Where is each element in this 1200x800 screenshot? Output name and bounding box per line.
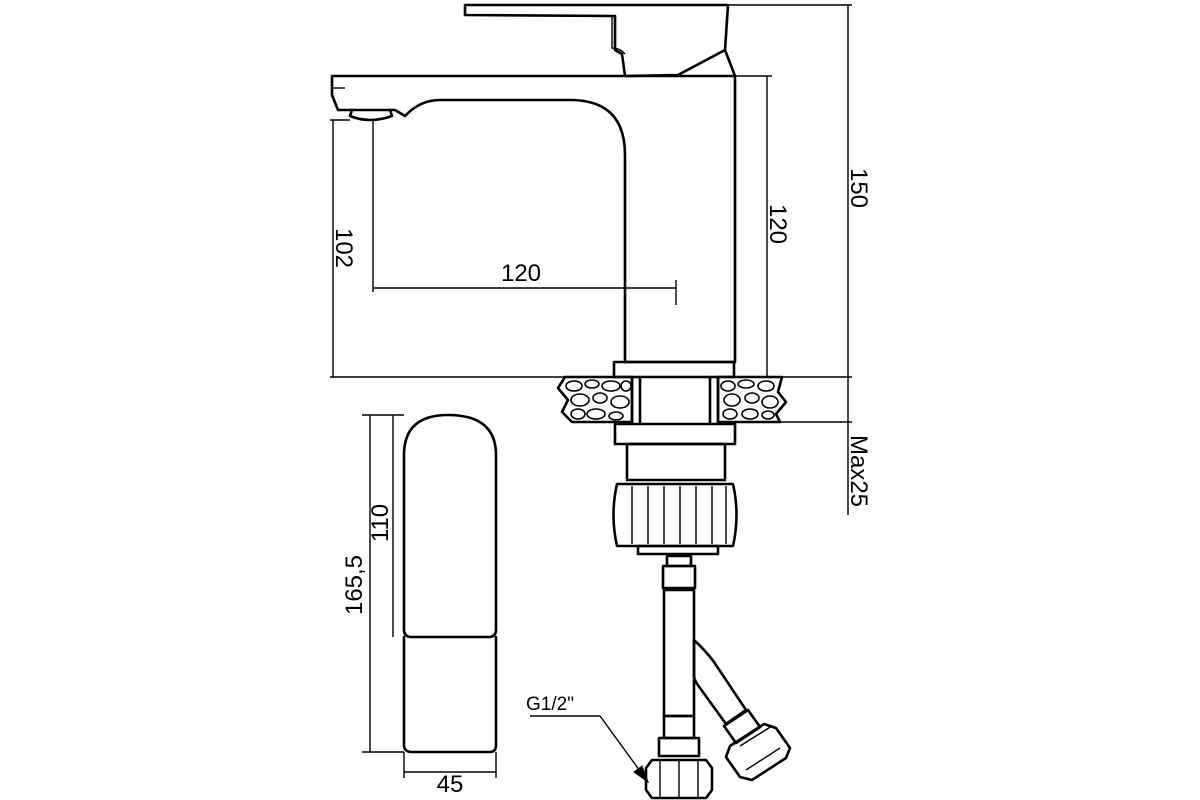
lever-handle — [463, 3, 730, 78]
dim-spout-height: 102 — [330, 228, 357, 268]
spout — [330, 74, 737, 364]
dimension-labels: 102 120 120 150 Max25 165,5 110 45 G1/2" — [330, 168, 872, 798]
dimension-lines — [330, 4, 852, 784]
dim-body-height: 120 — [764, 204, 791, 244]
dim-side-total-height: 165,5 — [341, 555, 368, 615]
dim-side-width: 45 — [437, 771, 464, 798]
side-handle — [402, 413, 498, 639]
faucet-side-view — [402, 413, 498, 754]
dim-spout-reach: 120 — [501, 260, 541, 287]
countertop-right-stones — [716, 375, 788, 424]
faucet-front-view — [330, 3, 737, 379]
body-column — [623, 48, 737, 364]
hex-nut-branch — [724, 722, 792, 782]
hose-main — [662, 588, 696, 718]
dim-max-thickness: Max25 — [845, 435, 872, 507]
thread-label: G1/2" — [526, 694, 574, 715]
mounting-hardware — [612, 422, 738, 556]
side-body — [402, 635, 498, 754]
knurled-nut — [612, 482, 738, 548]
flexible-hoses — [644, 554, 792, 800]
dim-total-height: 150 — [845, 168, 872, 208]
dim-side-handle-height: 110 — [367, 504, 394, 542]
countertop-section — [330, 375, 852, 424]
hose-branch — [692, 638, 748, 726]
aerator — [348, 108, 394, 122]
base-flange — [612, 360, 736, 379]
stone-pattern-left — [565, 379, 632, 421]
stone-pattern-right — [720, 379, 779, 420]
mounting-shank — [630, 375, 720, 424]
